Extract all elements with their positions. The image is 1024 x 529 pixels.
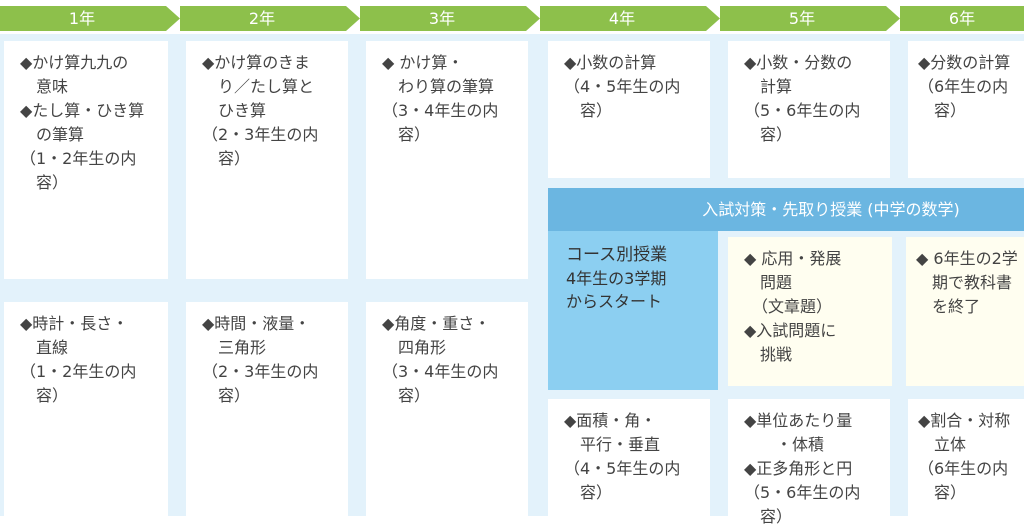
course-box: コース別授業 4年生の3学期 からスタート — [548, 231, 718, 390]
grade-label: 1年 — [68, 9, 96, 28]
grade-header-3: 3年 — [360, 6, 540, 31]
advanced-card: ◆ 応用・発展 問題 （文章題） ◆入試問題に 挑戦 — [728, 237, 892, 386]
advanced-banner: 入試対策・先取り授業 (中学の数学) — [548, 188, 1024, 231]
grade-header-4: 4年 — [540, 6, 720, 31]
topic-card: ◆時計・長さ・ 直線 （1・2年生の内 容） — [4, 302, 168, 516]
topic-card: ◆かけ算のきま り／たし算と ひき算 （2・3年生の内 容） — [186, 41, 348, 279]
course-title: コース別授業 — [566, 245, 668, 265]
topic-card: ◆小数・分数の 計算 （5・6年生の内 容） — [728, 41, 890, 178]
grade-header-2: 2年 — [180, 6, 360, 31]
topic-card: ◆分数の計算 （6年生の内 容） — [908, 41, 1024, 178]
grade-label: 4年 — [608, 9, 636, 28]
topic-card: ◆単位あたり量 ・体積 ◆正多角形と円 （5・6年生の内 容） — [728, 399, 890, 526]
grade-label: 6年 — [948, 9, 976, 28]
topic-card: ◆時間・液量・ 三角形 （2・3年生の内 容） — [186, 302, 348, 516]
topic-card: ◆割合・対称 立体 （6年生の内 容） — [908, 399, 1024, 516]
course-description: 4年生の3学期 からスタート — [566, 269, 667, 311]
topic-card: ◆角度・重さ・ 四角形 （3・4年生の内 容） — [366, 302, 528, 516]
grade-label: 2年 — [248, 9, 276, 28]
grade-header-6: 6年 — [900, 6, 1024, 31]
grade-header-5: 5年 — [720, 6, 900, 31]
grade-header-1: 1年 — [0, 6, 180, 31]
topic-card: ◆面積・角・ 平行・垂直 （4・5年生の内 容） — [548, 399, 710, 516]
grade-label: 3年 — [428, 9, 456, 28]
topic-card: ◆小数の計算 （4・5年生の内 容） — [548, 41, 710, 178]
topic-card: ◆ かけ算・ わり算の筆算 （3・4年生の内 容） — [366, 41, 528, 279]
advanced-card: ◆ 6年生の2学 期で教科書 を終了 — [906, 237, 1024, 386]
grade-label: 5年 — [788, 9, 816, 28]
topic-card: ◆かけ算九九の 意味 ◆たし算・ひき算 の筆算 （1・2年生の内 容） — [4, 41, 168, 279]
